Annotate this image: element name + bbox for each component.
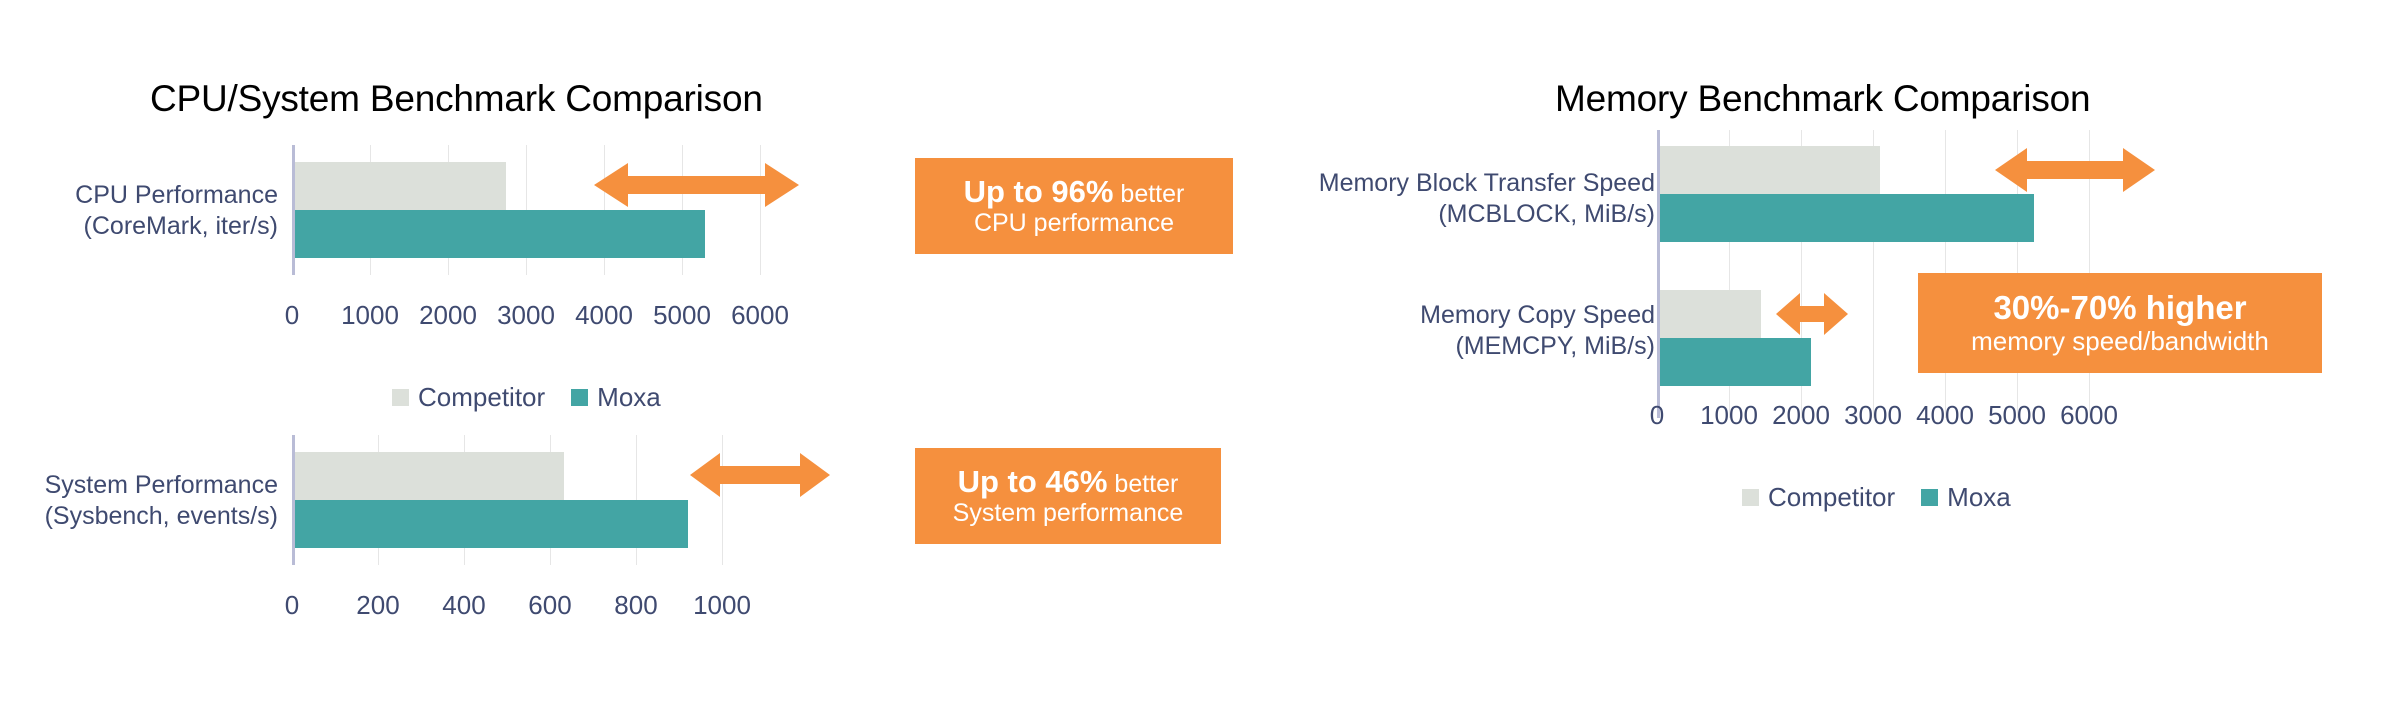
memory-y-axis-line	[1657, 130, 1660, 418]
memcpy-bar-moxa	[1660, 338, 1811, 386]
cpu-y-axis-line	[292, 145, 295, 275]
cpu-bar-moxa	[295, 210, 705, 258]
left-chart-legend: Competitor Moxa	[392, 382, 661, 413]
legend-item-competitor[interactable]: Competitor	[1742, 482, 1895, 513]
chart-cpu-performance: CPU Performance (CoreMark, iter/s) Up to…	[0, 0, 1233, 340]
legend-label-competitor: Competitor	[418, 382, 546, 412]
cpu-delta-arrow	[594, 161, 799, 209]
cpu-xtick: 6000	[731, 300, 789, 330]
cpu-xtick: 0	[284, 300, 300, 330]
legend-item-competitor[interactable]: Competitor	[392, 382, 545, 413]
system-callout-line2: System performance	[952, 499, 1184, 528]
cpu-xtick: 4000	[575, 300, 633, 330]
mcblock-category-line1: Memory Block Transfer Speed	[1318, 169, 1655, 197]
system-xtick: 400	[442, 590, 486, 620]
legend-swatch-moxa-icon	[571, 389, 589, 406]
memory-xtick: 4000	[1916, 400, 1974, 430]
system-callout-line1: Up to 46% better	[958, 464, 1179, 499]
cpu-category-line2: (CoreMark, iter/s)	[83, 211, 278, 240]
system-xtick: 600	[528, 590, 572, 620]
left-chart-title: CPU/System Benchmark Comparison	[150, 78, 763, 119]
memory-xtick: 0	[1649, 400, 1665, 430]
legend-item-moxa[interactable]: Moxa	[571, 382, 661, 413]
system-callout-better: better	[1107, 470, 1179, 499]
cpu-xtick: 5000	[653, 300, 711, 330]
cpu-callout-line1: Up to 96% better	[964, 174, 1185, 209]
legend-item-moxa[interactable]: Moxa	[1921, 482, 2011, 513]
cpu-gridline	[760, 145, 761, 275]
memory-xtick: 3000	[1844, 400, 1902, 430]
system-bar-moxa	[295, 500, 688, 548]
system-gridline	[722, 435, 723, 565]
cpu-xtick: 1000	[341, 300, 399, 330]
system-y-axis-line	[292, 435, 295, 565]
system-xtick: 800	[614, 590, 658, 620]
mcblock-bar-moxa	[1660, 194, 2034, 242]
cpu-bar-competitor	[295, 162, 506, 210]
mcblock-delta-arrow	[1995, 146, 2155, 194]
memory-xtick: 1000	[1700, 400, 1758, 430]
memory-callout-line2: memory speed/bandwidth	[1971, 325, 2269, 356]
memory-xtick: 6000	[2060, 400, 2118, 430]
legend-label-moxa: Moxa	[1947, 482, 2011, 512]
system-xtick: 200	[356, 590, 400, 620]
right-chart-legend: Competitor Moxa	[1742, 482, 2011, 513]
cpu-xtick: 2000	[419, 300, 477, 330]
memcpy-category-line2: (MEMCPY, MiB/s)	[1455, 331, 1655, 360]
memory-xtick: 5000	[1988, 400, 2046, 430]
system-bar-competitor	[295, 452, 564, 500]
mcblock-category-line2: (MCBLOCK, MiB/s)	[1438, 199, 1655, 228]
legend-swatch-competitor-icon	[392, 389, 409, 406]
cpu-callout-better: better	[1113, 180, 1185, 209]
memory-gridline	[1729, 130, 1730, 418]
memcpy-bar-competitor	[1660, 290, 1761, 338]
system-callout-badge: Up to 46% better System performance	[915, 448, 1221, 544]
system-xtick: 0	[284, 590, 300, 620]
system-category-line2: (Sysbench, events/s)	[44, 501, 278, 530]
memory-gridline	[1873, 130, 1874, 418]
chart-system-performance: System Performance (Sysbench, events/s) …	[0, 290, 1221, 630]
system-xtick: 1000	[693, 590, 751, 620]
legend-swatch-competitor-icon	[1742, 489, 1759, 506]
memcpy-category-line1: Memory Copy Speed	[1420, 301, 1655, 329]
memcpy-delta-arrow	[1776, 290, 1848, 338]
system-category-label: System Performance (Sysbench, events/s)	[0, 470, 278, 531]
chart-memory-benchmark: Memory Block Transfer Speed (MCBLOCK, Mi…	[1245, 130, 2322, 430]
cpu-callout-badge: Up to 96% better CPU performance	[915, 158, 1233, 254]
memcpy-category-label: Memory Copy Speed (MEMCPY, MiB/s)	[1245, 300, 1655, 361]
legend-swatch-moxa-icon	[1921, 489, 1939, 506]
legend-label-moxa: Moxa	[597, 382, 661, 412]
memory-callout-line1: 30%-70% higher	[1993, 289, 2246, 327]
memory-plot-area	[1657, 130, 2097, 418]
cpu-callout-percent: Up to 96%	[963, 174, 1114, 210]
cpu-category-label: CPU Performance (CoreMark, iter/s)	[0, 180, 278, 241]
legend-label-competitor: Competitor	[1768, 482, 1896, 512]
system-plot-area	[292, 435, 730, 565]
system-callout-percent: Up to 46%	[957, 464, 1108, 500]
cpu-category-line1: CPU Performance	[75, 181, 278, 209]
mcblock-category-label: Memory Block Transfer Speed (MCBLOCK, Mi…	[1245, 168, 1655, 229]
cpu-plot-area	[292, 145, 762, 275]
right-chart-title: Memory Benchmark Comparison	[1555, 78, 2091, 119]
memory-xtick: 2000	[1772, 400, 1830, 430]
cpu-callout-line2: CPU performance	[973, 209, 1175, 238]
mcblock-bar-competitor	[1660, 146, 1880, 194]
memory-callout-percent: 30%-70% higher	[1993, 289, 2247, 327]
cpu-xtick: 3000	[497, 300, 555, 330]
memory-gridline	[1801, 130, 1802, 418]
system-category-line1: System Performance	[44, 471, 278, 499]
system-delta-arrow	[690, 451, 830, 499]
memory-callout-badge: 30%-70% higher memory speed/bandwidth	[1918, 273, 2322, 373]
